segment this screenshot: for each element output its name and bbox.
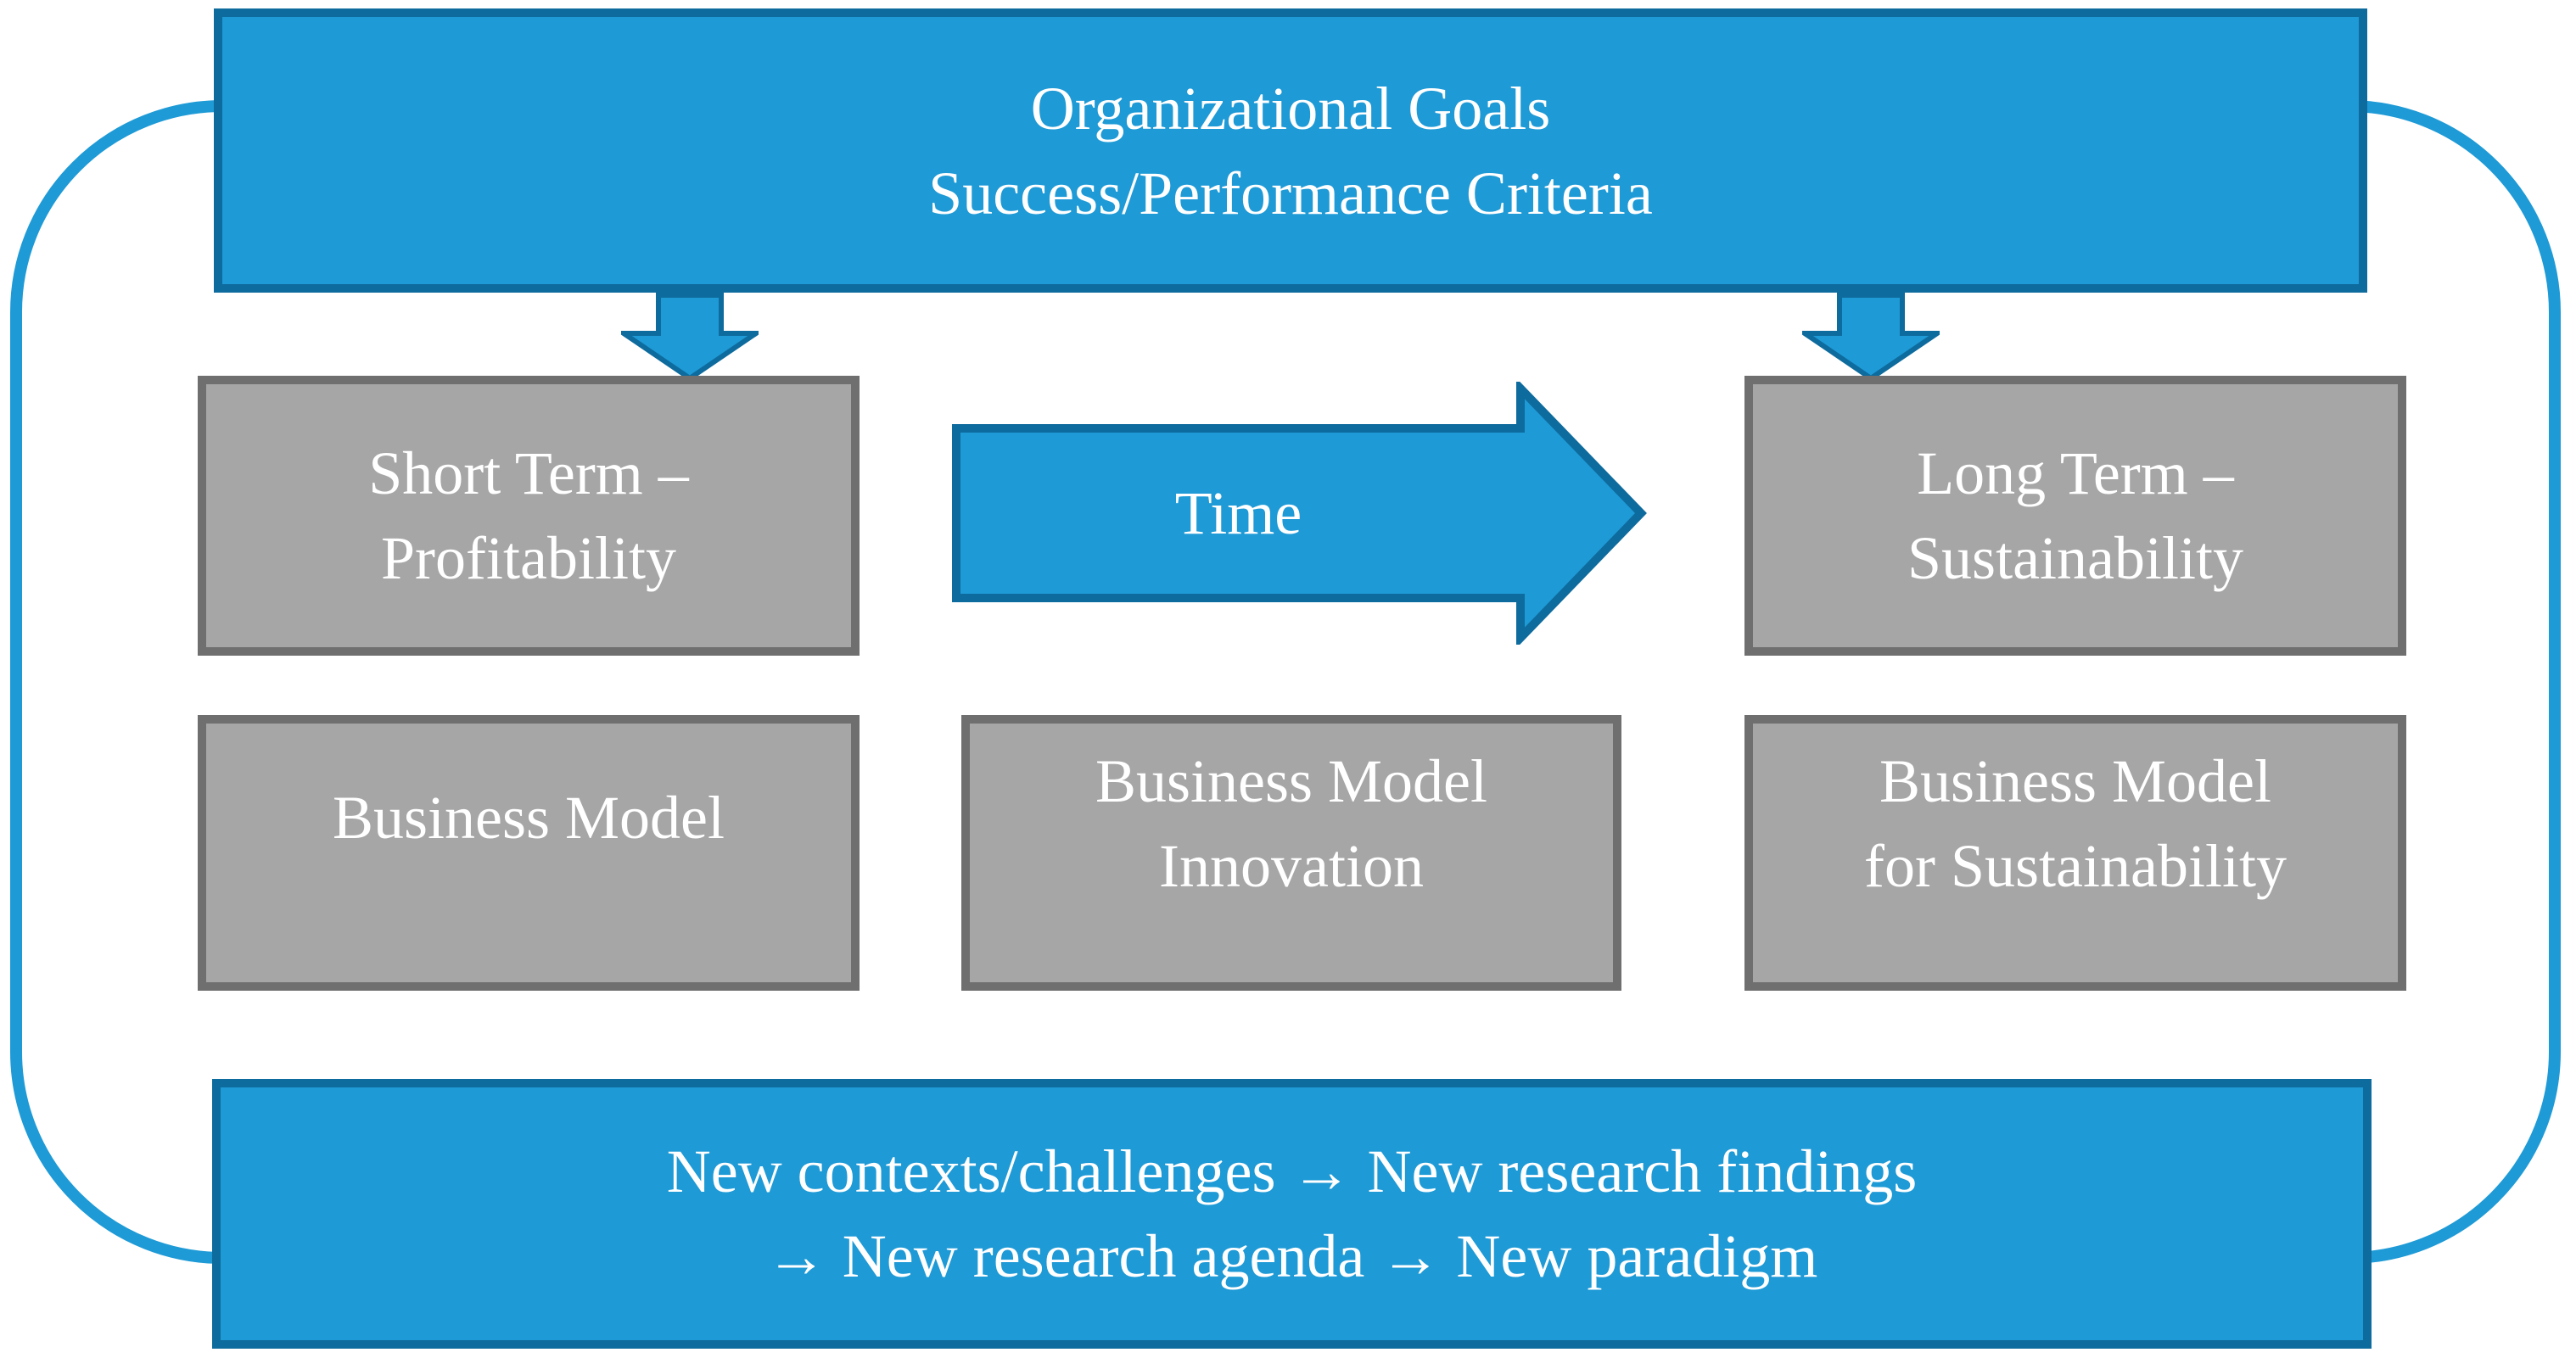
short-term-profitability-box: Short Term – Profitability <box>198 376 860 656</box>
organizational-goals-box: Organizational Goals Success/Performance… <box>214 8 2367 293</box>
long-term-line2: Sustainability <box>1907 524 2243 592</box>
new-paradigm-line1: New contexts/challenges → New research f… <box>666 1137 1918 1205</box>
business-model-line1: Business Model <box>332 783 725 852</box>
business-model-box: Business Model <box>198 715 860 991</box>
short-term-line2: Profitability <box>381 524 676 592</box>
business-model-innovation-line2: Innovation <box>1159 831 1424 900</box>
organizational-goals-line2: Success/Performance Criteria <box>928 159 1653 227</box>
business-model-for-sustainability-box: Business Model for Sustainability <box>1744 715 2406 991</box>
down-arrow-icon <box>1802 293 1940 381</box>
new-paradigm-banner: New contexts/challenges → New research f… <box>212 1079 2372 1349</box>
business-model-sustainability-line2: for Sustainability <box>1864 831 2287 900</box>
long-term-line1: Long Term – <box>1917 439 2234 507</box>
business-model-innovation-box: Business Model Innovation <box>961 715 1621 991</box>
time-arrow-label: Time <box>1174 478 1302 547</box>
business-model-innovation-line1: Business Model <box>1095 746 1488 815</box>
time-right-arrow-icon <box>952 382 1647 645</box>
organizational-goals-line1: Organizational Goals <box>1030 74 1551 143</box>
long-term-sustainability-box: Long Term – Sustainability <box>1744 376 2406 656</box>
down-arrow-icon <box>621 293 759 381</box>
new-paradigm-line2: → New research agenda → New paradigm <box>765 1222 1818 1290</box>
short-term-line1: Short Term – <box>368 439 689 507</box>
business-model-sustainability-line1: Business Model <box>1879 746 2272 815</box>
